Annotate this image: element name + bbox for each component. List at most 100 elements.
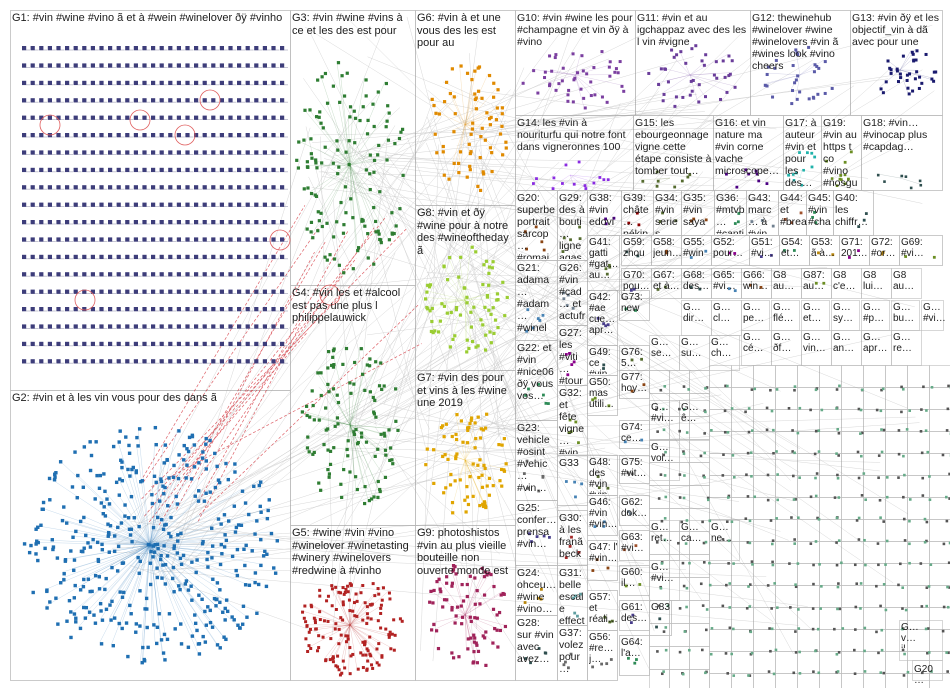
edge	[142, 569, 799, 626]
node	[194, 80, 199, 85]
node	[151, 46, 156, 51]
edge	[333, 199, 350, 394]
edge	[464, 576, 474, 616]
node	[259, 537, 263, 542]
edge	[689, 54, 728, 76]
edge	[464, 293, 486, 301]
mini-panel	[797, 519, 820, 542]
edge	[464, 446, 474, 461]
node	[361, 372, 365, 376]
node	[836, 476, 840, 480]
node	[218, 562, 223, 567]
group-panel-g49	[587, 345, 618, 376]
node	[82, 307, 87, 312]
edge	[569, 174, 585, 188]
node	[901, 586, 905, 589]
node	[478, 458, 482, 462]
node	[882, 583, 886, 586]
edge	[130, 467, 151, 546]
node	[469, 132, 473, 136]
node	[701, 648, 704, 652]
node	[204, 436, 208, 441]
edge	[344, 164, 351, 212]
node	[108, 524, 113, 528]
node	[372, 124, 376, 129]
node	[316, 371, 320, 375]
edge	[140, 544, 151, 661]
node	[537, 489, 541, 493]
node	[484, 505, 488, 510]
edge	[574, 74, 590, 95]
node	[882, 428, 886, 432]
node	[435, 580, 439, 584]
node	[197, 642, 202, 646]
node	[371, 666, 375, 670]
node	[352, 382, 356, 386]
node	[349, 654, 353, 658]
node	[237, 341, 242, 346]
node	[567, 666, 570, 670]
node	[262, 237, 267, 242]
node	[41, 507, 45, 512]
node	[524, 657, 528, 660]
mini-panel	[929, 673, 950, 688]
node	[323, 145, 327, 149]
edge	[464, 572, 490, 616]
node	[674, 95, 678, 99]
edge	[117, 477, 151, 546]
node	[602, 520, 606, 524]
edge	[331, 349, 351, 426]
node	[130, 540, 134, 544]
node	[571, 100, 575, 104]
edge	[551, 174, 571, 188]
node	[932, 79, 936, 83]
node	[930, 77, 934, 81]
node	[471, 494, 475, 498]
edge	[469, 53, 484, 277]
edge	[349, 164, 388, 239]
node	[343, 185, 347, 189]
mini-panel	[775, 651, 798, 674]
node	[684, 542, 688, 545]
node	[577, 160, 581, 164]
node	[82, 220, 87, 225]
edge	[333, 118, 433, 321]
edge	[305, 126, 377, 426]
node	[707, 498, 710, 502]
node	[365, 622, 369, 626]
node	[155, 575, 160, 580]
node	[108, 220, 113, 225]
node	[567, 88, 571, 92]
node	[151, 324, 156, 329]
node	[167, 531, 171, 536]
edge	[349, 601, 364, 626]
node	[736, 220, 740, 224]
node	[387, 591, 391, 595]
node	[65, 272, 70, 277]
node	[30, 359, 35, 364]
node	[835, 516, 839, 520]
node	[726, 431, 730, 434]
edge	[689, 74, 734, 86]
node	[159, 237, 164, 242]
node	[814, 388, 818, 392]
node	[600, 95, 604, 99]
node	[623, 440, 627, 444]
edge	[343, 624, 351, 667]
node	[305, 160, 309, 164]
node	[429, 329, 434, 334]
edge	[74, 529, 151, 546]
node	[65, 202, 70, 207]
edge	[641, 177, 671, 181]
node	[271, 185, 276, 190]
edge	[420, 144, 439, 651]
node	[589, 94, 593, 98]
node	[547, 402, 550, 405]
node	[880, 428, 883, 431]
node	[69, 610, 73, 614]
node	[219, 150, 224, 155]
node	[254, 115, 259, 120]
node	[537, 383, 540, 386]
node	[505, 295, 509, 300]
node	[561, 182, 564, 185]
